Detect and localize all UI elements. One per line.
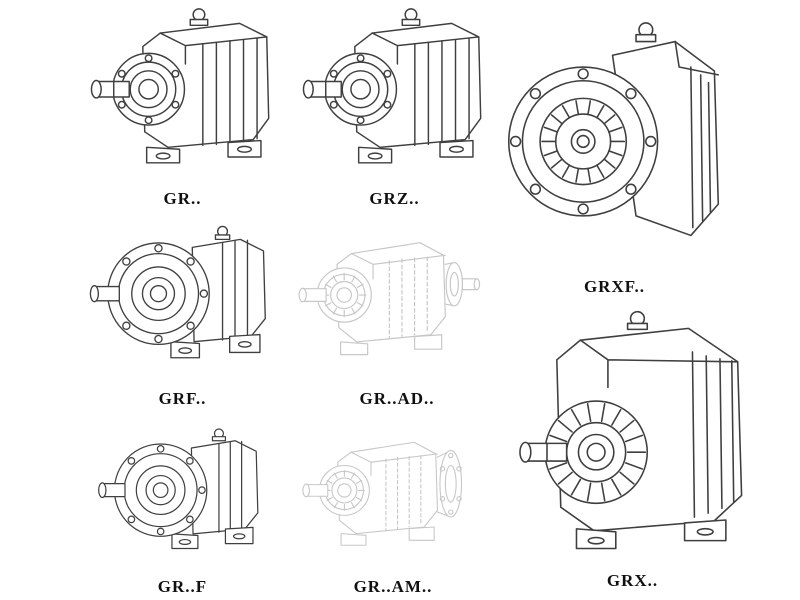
label-grx: GRX.. xyxy=(606,571,659,590)
label-gr-am: GR..AM.. xyxy=(353,577,433,596)
figure-gr-ad: GR..AD.. xyxy=(288,212,506,410)
label-grf: GRF.. xyxy=(158,389,207,408)
label-gr: GR.. xyxy=(163,189,202,208)
foot-mounted-gearbox-drawing xyxy=(80,4,285,188)
label-grxf: GRXF.. xyxy=(583,277,646,296)
label-gr-ad: GR..AD.. xyxy=(359,389,435,408)
figure-grf: GRF.. xyxy=(80,210,285,410)
ghost-gearbox-motor-flange-drawing xyxy=(284,414,502,576)
figure-grxf: GRXF.. xyxy=(497,2,732,298)
figure-grx: GRX.. xyxy=(490,300,775,592)
foot-mounted-gearbox-drawing xyxy=(292,4,497,188)
flange-foot-gearbox-drawing xyxy=(80,414,285,576)
label-grz: GRZ.. xyxy=(369,189,420,208)
large-foot-mounted-gearbox-drawing xyxy=(490,300,775,570)
figure-grz: GRZ.. xyxy=(292,4,497,210)
figure-gr: GR.. xyxy=(80,4,285,210)
figure-gr-f: GR..F xyxy=(80,414,285,598)
figure-gr-am: GR..AM.. xyxy=(284,414,502,598)
flange-foot-gearbox-drawing xyxy=(80,210,285,388)
label-gr-f: GR..F xyxy=(157,577,208,596)
front-flange-gearbox-drawing xyxy=(497,2,732,276)
ghost-gearbox-input-adapter-drawing xyxy=(288,212,506,388)
